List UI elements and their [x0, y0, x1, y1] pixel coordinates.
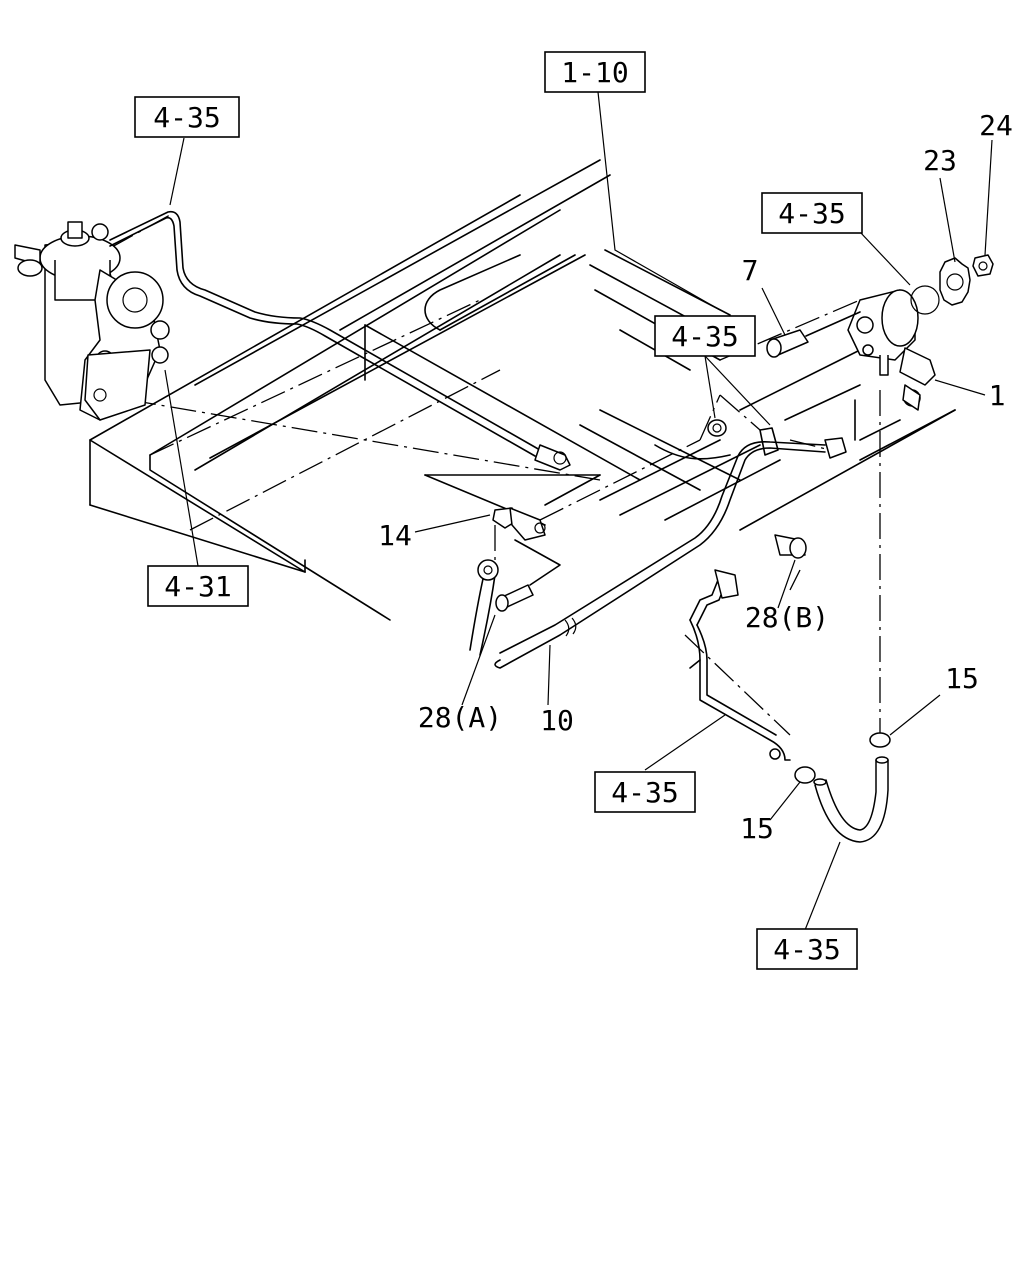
bolt-28a	[495, 584, 534, 612]
hose-assembly	[689, 569, 791, 761]
vacuum-pipe-10	[494, 427, 847, 669]
steering-gear-box	[14, 221, 170, 421]
bracket-14-area	[469, 507, 546, 656]
callout-part-7: 7	[742, 254, 759, 287]
callout-part-15-lower: 15	[740, 812, 774, 845]
bolt-28b	[774, 534, 807, 559]
ref-box-4-35-bottom: 4-35	[756, 928, 858, 970]
ref-label-4-31: 4-31	[164, 570, 231, 603]
centre-lines	[109, 214, 881, 740]
ref-box-4-35-top-left: 4-35	[134, 96, 240, 138]
ref-box-4-35-top-right: 4-35	[761, 192, 863, 234]
bolt-7	[766, 311, 861, 358]
ref-label-4-35-middle: 4-35	[671, 320, 738, 353]
ref-label-4-35-top-right: 4-35	[778, 197, 845, 230]
ref-label-1-10: 1-10	[561, 56, 628, 89]
ref-label-4-35-top-left: 4-35	[153, 101, 220, 134]
u-hose	[813, 756, 889, 843]
vacuum-pump	[847, 285, 940, 411]
callout-part-15-upper: 15	[945, 662, 979, 695]
pressure-pipe	[109, 210, 571, 471]
ref-box-4-31: 4-31	[147, 565, 249, 607]
callout-part-24: 24	[979, 109, 1013, 142]
ref-box-4-35-middle: 4-35	[654, 315, 756, 357]
ref-box-4-35-lower-mid: 4-35	[594, 771, 696, 813]
callout-part-28b: 28(B)	[745, 601, 829, 634]
ref-label-4-35-lower-mid: 4-35	[611, 776, 678, 809]
clamp-15-upper	[869, 732, 891, 748]
clamp-15-lower	[794, 766, 816, 784]
ref-box-1-10: 1-10	[544, 51, 646, 93]
callout-part-10: 10	[540, 704, 574, 737]
leader-lines	[164, 91, 993, 931]
callout-part-1: 1	[989, 379, 1006, 412]
callout-part-28a: 28(A)	[418, 701, 502, 734]
gear-23	[939, 257, 971, 306]
nut-24	[972, 254, 994, 277]
callout-part-14: 14	[378, 519, 412, 552]
chassis-frame	[89, 159, 956, 621]
nut-middle	[707, 419, 727, 437]
callout-part-23: 23	[923, 144, 957, 177]
ref-label-4-35-bottom: 4-35	[773, 933, 840, 966]
